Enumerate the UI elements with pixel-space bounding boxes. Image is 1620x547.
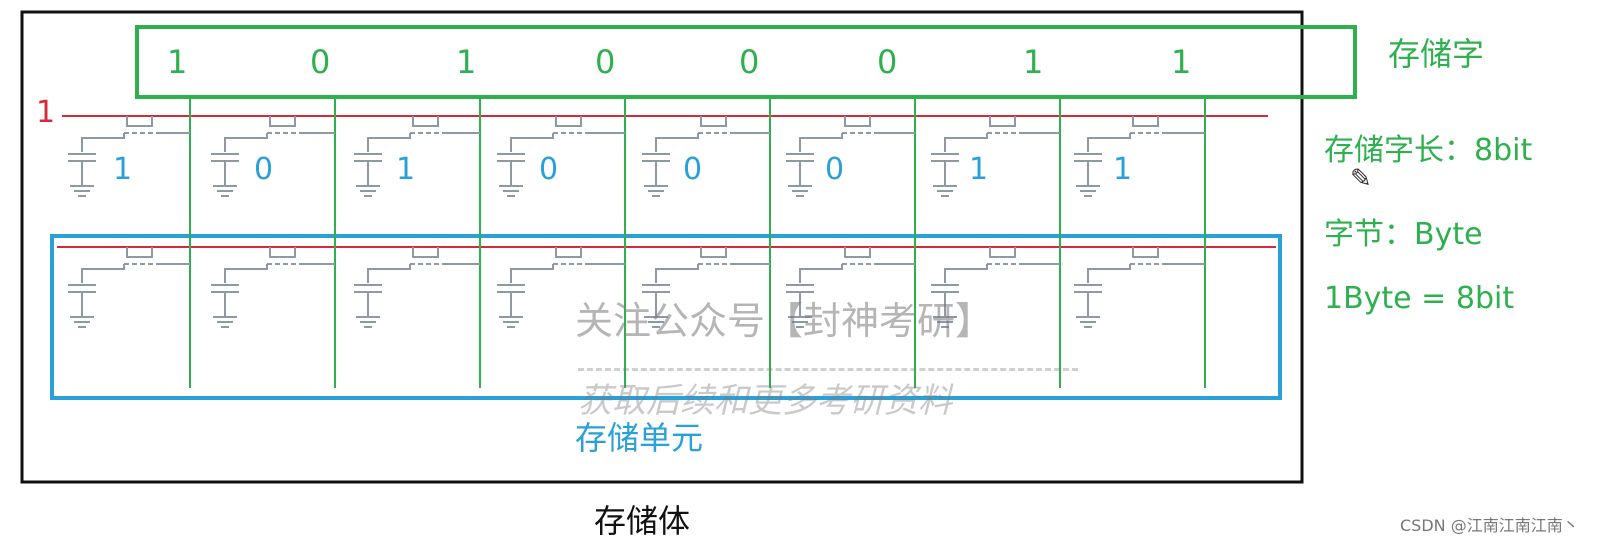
cell-bit-3: 1 — [396, 152, 416, 187]
cell-bit-1: 1 — [113, 152, 133, 187]
word-bit-5: 0 — [739, 43, 760, 81]
cell-bit-5: 0 — [683, 152, 703, 187]
memory-cell-r1-c5 — [642, 116, 770, 197]
storage-body-frame — [20, 10, 1304, 484]
word-length-label: 存储字长：8bit — [1324, 133, 1533, 168]
word-bit-4: 0 — [595, 43, 616, 81]
word-bit-7: 1 — [1023, 43, 1044, 81]
byte-equation-label: 1Byte = 8bit — [1324, 281, 1515, 316]
memory-cell-r2-c7 — [931, 247, 1060, 328]
memory-cell-r2-c6 — [786, 247, 915, 328]
memory-cell-r2-c4 — [497, 247, 625, 328]
watermark-line-2: 获取后续和更多考研资料 — [578, 381, 952, 421]
memory-cells — [68, 116, 1205, 328]
memory-cell-r1-c8 — [1074, 116, 1205, 197]
storage-word-label: 存储字 — [1388, 35, 1485, 73]
cell-bit-2: 0 — [254, 152, 274, 187]
pencil-cursor-icon: ✎ — [1350, 164, 1372, 194]
cell-bit-4: 0 — [539, 152, 559, 187]
watermark-divider — [578, 368, 1078, 371]
footer-credit: CSDN @江南江南江南丶 — [1400, 516, 1579, 535]
word-bit-1: 1 — [167, 43, 188, 81]
cell-bit-6: 0 — [825, 152, 845, 187]
memory-cell-r2-c5 — [642, 247, 770, 328]
memory-cell-r1-c3 — [354, 116, 480, 197]
memory-cell-r1-c7 — [931, 116, 1060, 197]
word-bit-6: 0 — [877, 43, 898, 81]
memory-cell-r2-c1 — [68, 247, 190, 328]
storage-cell-label: 存储单元 — [575, 419, 704, 457]
cell-bit-7: 1 — [969, 152, 989, 187]
word-bit-3: 1 — [456, 43, 477, 81]
storage-body-label: 存储体 — [594, 502, 691, 540]
memory-cell-r1-c2 — [211, 116, 335, 197]
cell-bit-8: 1 — [1113, 152, 1133, 187]
storage-cell-frame — [50, 234, 1282, 400]
memory-cell-r2-c8 — [1074, 247, 1205, 328]
watermark-line-1: 关注公众号【封神考研】 — [575, 299, 994, 343]
memory-cell-r1-c6 — [786, 116, 915, 197]
memory-cell-r1-c1 — [68, 116, 190, 197]
word-bit-2: 0 — [310, 43, 331, 81]
memory-cell-r2-c3 — [354, 247, 480, 328]
memory-cell-r2-c2 — [211, 247, 335, 328]
byte-definition-label: 字节：Byte — [1324, 217, 1483, 252]
row-select-label: 1 — [36, 95, 56, 130]
storage-word-frame — [135, 25, 1357, 99]
word-bit-8: 1 — [1171, 43, 1192, 81]
bit-lines — [189, 97, 1206, 388]
memory-cell-r1-c4 — [497, 116, 625, 197]
